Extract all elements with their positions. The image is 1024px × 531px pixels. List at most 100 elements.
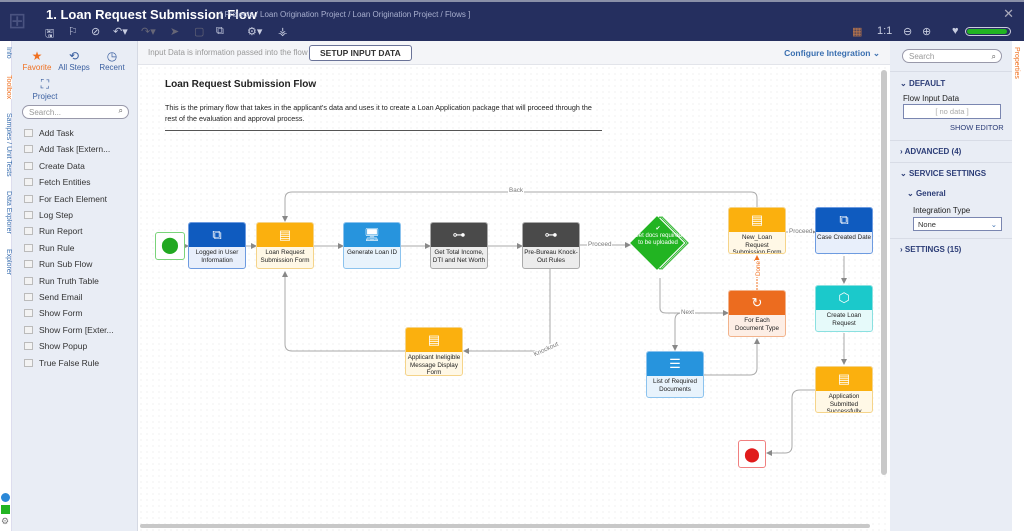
section-service-settings[interactable]: ⌄ SERVICE SETTINGS [900, 169, 987, 178]
hierarchy-icon[interactable]: ⚶ [278, 26, 288, 38]
vertical-scrollbar[interactable] [881, 70, 887, 475]
flow-node-ineligible[interactable]: ▤Applicant Ineligible Message Display Fo… [405, 327, 463, 376]
toolbox-item[interactable]: Log Step [24, 210, 73, 220]
copy-icon[interactable]: ▢ [194, 26, 205, 38]
gear-icon[interactable]: ⚙ [1, 516, 10, 526]
zoom-out-icon[interactable]: ⊖ [903, 26, 913, 38]
step-icon [24, 309, 33, 318]
toolbox-item[interactable]: Run Sub Flow [24, 259, 92, 269]
flow-node-list[interactable]: ☰List of Required Documents [646, 351, 704, 398]
zoom-in-icon[interactable]: ⊕ [922, 26, 932, 38]
flow-node-case[interactable]: ⧉Case Created Date [815, 207, 873, 254]
flow-input-data-field[interactable]: [ no data ] [903, 104, 1001, 119]
paste-icon[interactable]: ⧉ [216, 25, 224, 37]
chevron-down-icon: ⌄ [872, 48, 880, 58]
toolbox-search-input[interactable]: Search...⌕ [22, 105, 129, 119]
tab-samples[interactable]: Samples / Unit Tests [5, 113, 12, 177]
node-icon: ⬡ [816, 286, 872, 310]
save-icon[interactable]: 🖫 [45, 28, 55, 40]
project-tab[interactable]: ⛶Project [27, 77, 63, 101]
show-editor-link[interactable]: SHOW EDITOR [950, 123, 1004, 132]
edge-ineligible-form [282, 271, 405, 352]
flow-node-total[interactable]: ⊶Get Total Income, DTI and Net Worth [430, 222, 488, 269]
decision-node-docs[interactable]: ✔Get docs required to be uploaded [630, 216, 689, 270]
node-icon: ⊶ [523, 223, 579, 247]
section-settings[interactable]: › SETTINGS (15) [900, 245, 962, 254]
edge-knockout [463, 269, 551, 354]
step-icon [24, 260, 33, 269]
flow-node-create[interactable]: ⬡Create Loan Request [815, 285, 873, 332]
breadcrumb[interactable]: [ Projects / Loan Origination Project / … [220, 10, 471, 19]
flag-icon[interactable]: ⚐ [68, 26, 78, 38]
toolbox-item[interactable]: Fetch Entities [24, 177, 91, 187]
toolbox-item[interactable]: Add Task [Extern... [24, 144, 110, 154]
node-label: Loan Request Submission Form [260, 249, 310, 264]
step-icon [24, 342, 33, 351]
horizontal-scrollbar[interactable] [140, 524, 870, 528]
tab-data-explorer[interactable]: Data Explorer [5, 191, 12, 234]
toolbox-item[interactable]: Run Report [24, 226, 82, 236]
flow-node-genid[interactable]: 🖥Generate Loan ID [343, 222, 401, 269]
flow-node-logged[interactable]: ⧉Logged in User Information [188, 222, 246, 269]
redo-icon[interactable]: ↷▾ [141, 26, 156, 38]
section-default[interactable]: ⌄ DEFAULT [900, 79, 946, 88]
grid-icon[interactable]: ▦ [852, 26, 863, 38]
flow-node-loanform[interactable]: ▤ Loan Request Submission Form [256, 222, 314, 269]
pin-icon[interactable]: ➤ [170, 26, 180, 38]
project-icon: ⛶ [40, 77, 50, 91]
step-icon [24, 227, 33, 236]
node-icon: 🖥 [344, 223, 400, 247]
tab-info[interactable]: Info [5, 47, 12, 59]
flow-node-foreach[interactable]: ↻For Each Document Type [728, 290, 786, 337]
toolbox-item[interactable]: Create Data [24, 161, 85, 171]
zoom-reset-button[interactable]: 1:1 [877, 25, 893, 37]
favorite-tab[interactable]: ★Favorite [19, 49, 55, 72]
toolbox-item[interactable]: Send Email [24, 292, 82, 302]
toolbox-item[interactable]: Show Form [24, 308, 82, 318]
start-node[interactable]: ⬤ [155, 232, 185, 260]
integration-type-select[interactable]: None⌄ [913, 217, 1002, 231]
undo-icon[interactable]: ↶▾ [113, 26, 128, 38]
search-icon: ⌕ [118, 106, 123, 115]
note-icon[interactable] [1, 505, 10, 514]
node-icon: ▤ [257, 223, 313, 247]
toolbox-item[interactable]: Add Task [24, 128, 74, 138]
node-label: Applicant Ineligible Message Display For… [407, 354, 461, 376]
setup-input-data-button[interactable]: SETUP INPUT DATA [309, 45, 412, 61]
toolbox-item[interactable]: Show Form [Exter... [24, 325, 114, 335]
toolbox-item[interactable]: True False Rule [24, 358, 99, 368]
properties-search-input[interactable]: Search⌕ [902, 49, 1002, 63]
configure-integration-dropdown[interactable]: Configure Integration ⌄ [784, 48, 880, 58]
debug-icon[interactable]: ⊘ [91, 26, 101, 38]
flow-node-newloan[interactable]: ▤New_Loan Request Submission Form with D… [728, 207, 786, 254]
edge-label-done: Done [755, 259, 763, 278]
node-label: List of Required Documents [652, 378, 698, 393]
settings-icon[interactable]: ⚙▾ [247, 26, 263, 38]
tab-toolbox[interactable]: Toolbox [0, 75, 12, 100]
chat-icon[interactable] [1, 493, 10, 502]
node-label: Logged in User Information [195, 249, 239, 264]
step-icon [24, 293, 33, 301]
flow-node-prebureau[interactable]: ⊶Pre-Bureau Knock-Out Rules [522, 222, 580, 269]
health-bar [965, 27, 1011, 36]
toolbox-item[interactable]: Run Rule [24, 243, 74, 253]
section-advanced[interactable]: › ADVANCED (4) [900, 147, 962, 156]
section-general[interactable]: ⌄ General [907, 189, 946, 198]
toolbox-item[interactable]: Show Popup [24, 341, 87, 351]
chevron-down-icon: ⌄ [990, 220, 997, 229]
properties-tab[interactable]: Properties [1012, 41, 1024, 531]
all-steps-tab[interactable]: ⟲All Steps [56, 49, 92, 72]
toolbox-item[interactable]: Run Truth Table [24, 276, 99, 286]
edge-next-list [672, 312, 683, 351]
close-icon[interactable]: ✕ [1003, 6, 1014, 21]
left-tabs: Info Toolbox Samples / Unit Tests Data E… [0, 41, 12, 531]
flow-node-submitted[interactable]: ▤Application Submitted Successfully [815, 366, 873, 413]
step-icon [24, 211, 33, 219]
recent-tab[interactable]: ◷Recent [94, 49, 130, 72]
tab-explorer[interactable]: Explorer [5, 249, 12, 276]
end-node[interactable]: ⬤ [738, 440, 766, 468]
edge-label-back: Back [508, 187, 524, 194]
edge-label-next: Next [680, 309, 695, 316]
input-data-hint: Input Data is information passed into th… [148, 48, 308, 57]
toolbox-item[interactable]: For Each Element [24, 194, 107, 204]
